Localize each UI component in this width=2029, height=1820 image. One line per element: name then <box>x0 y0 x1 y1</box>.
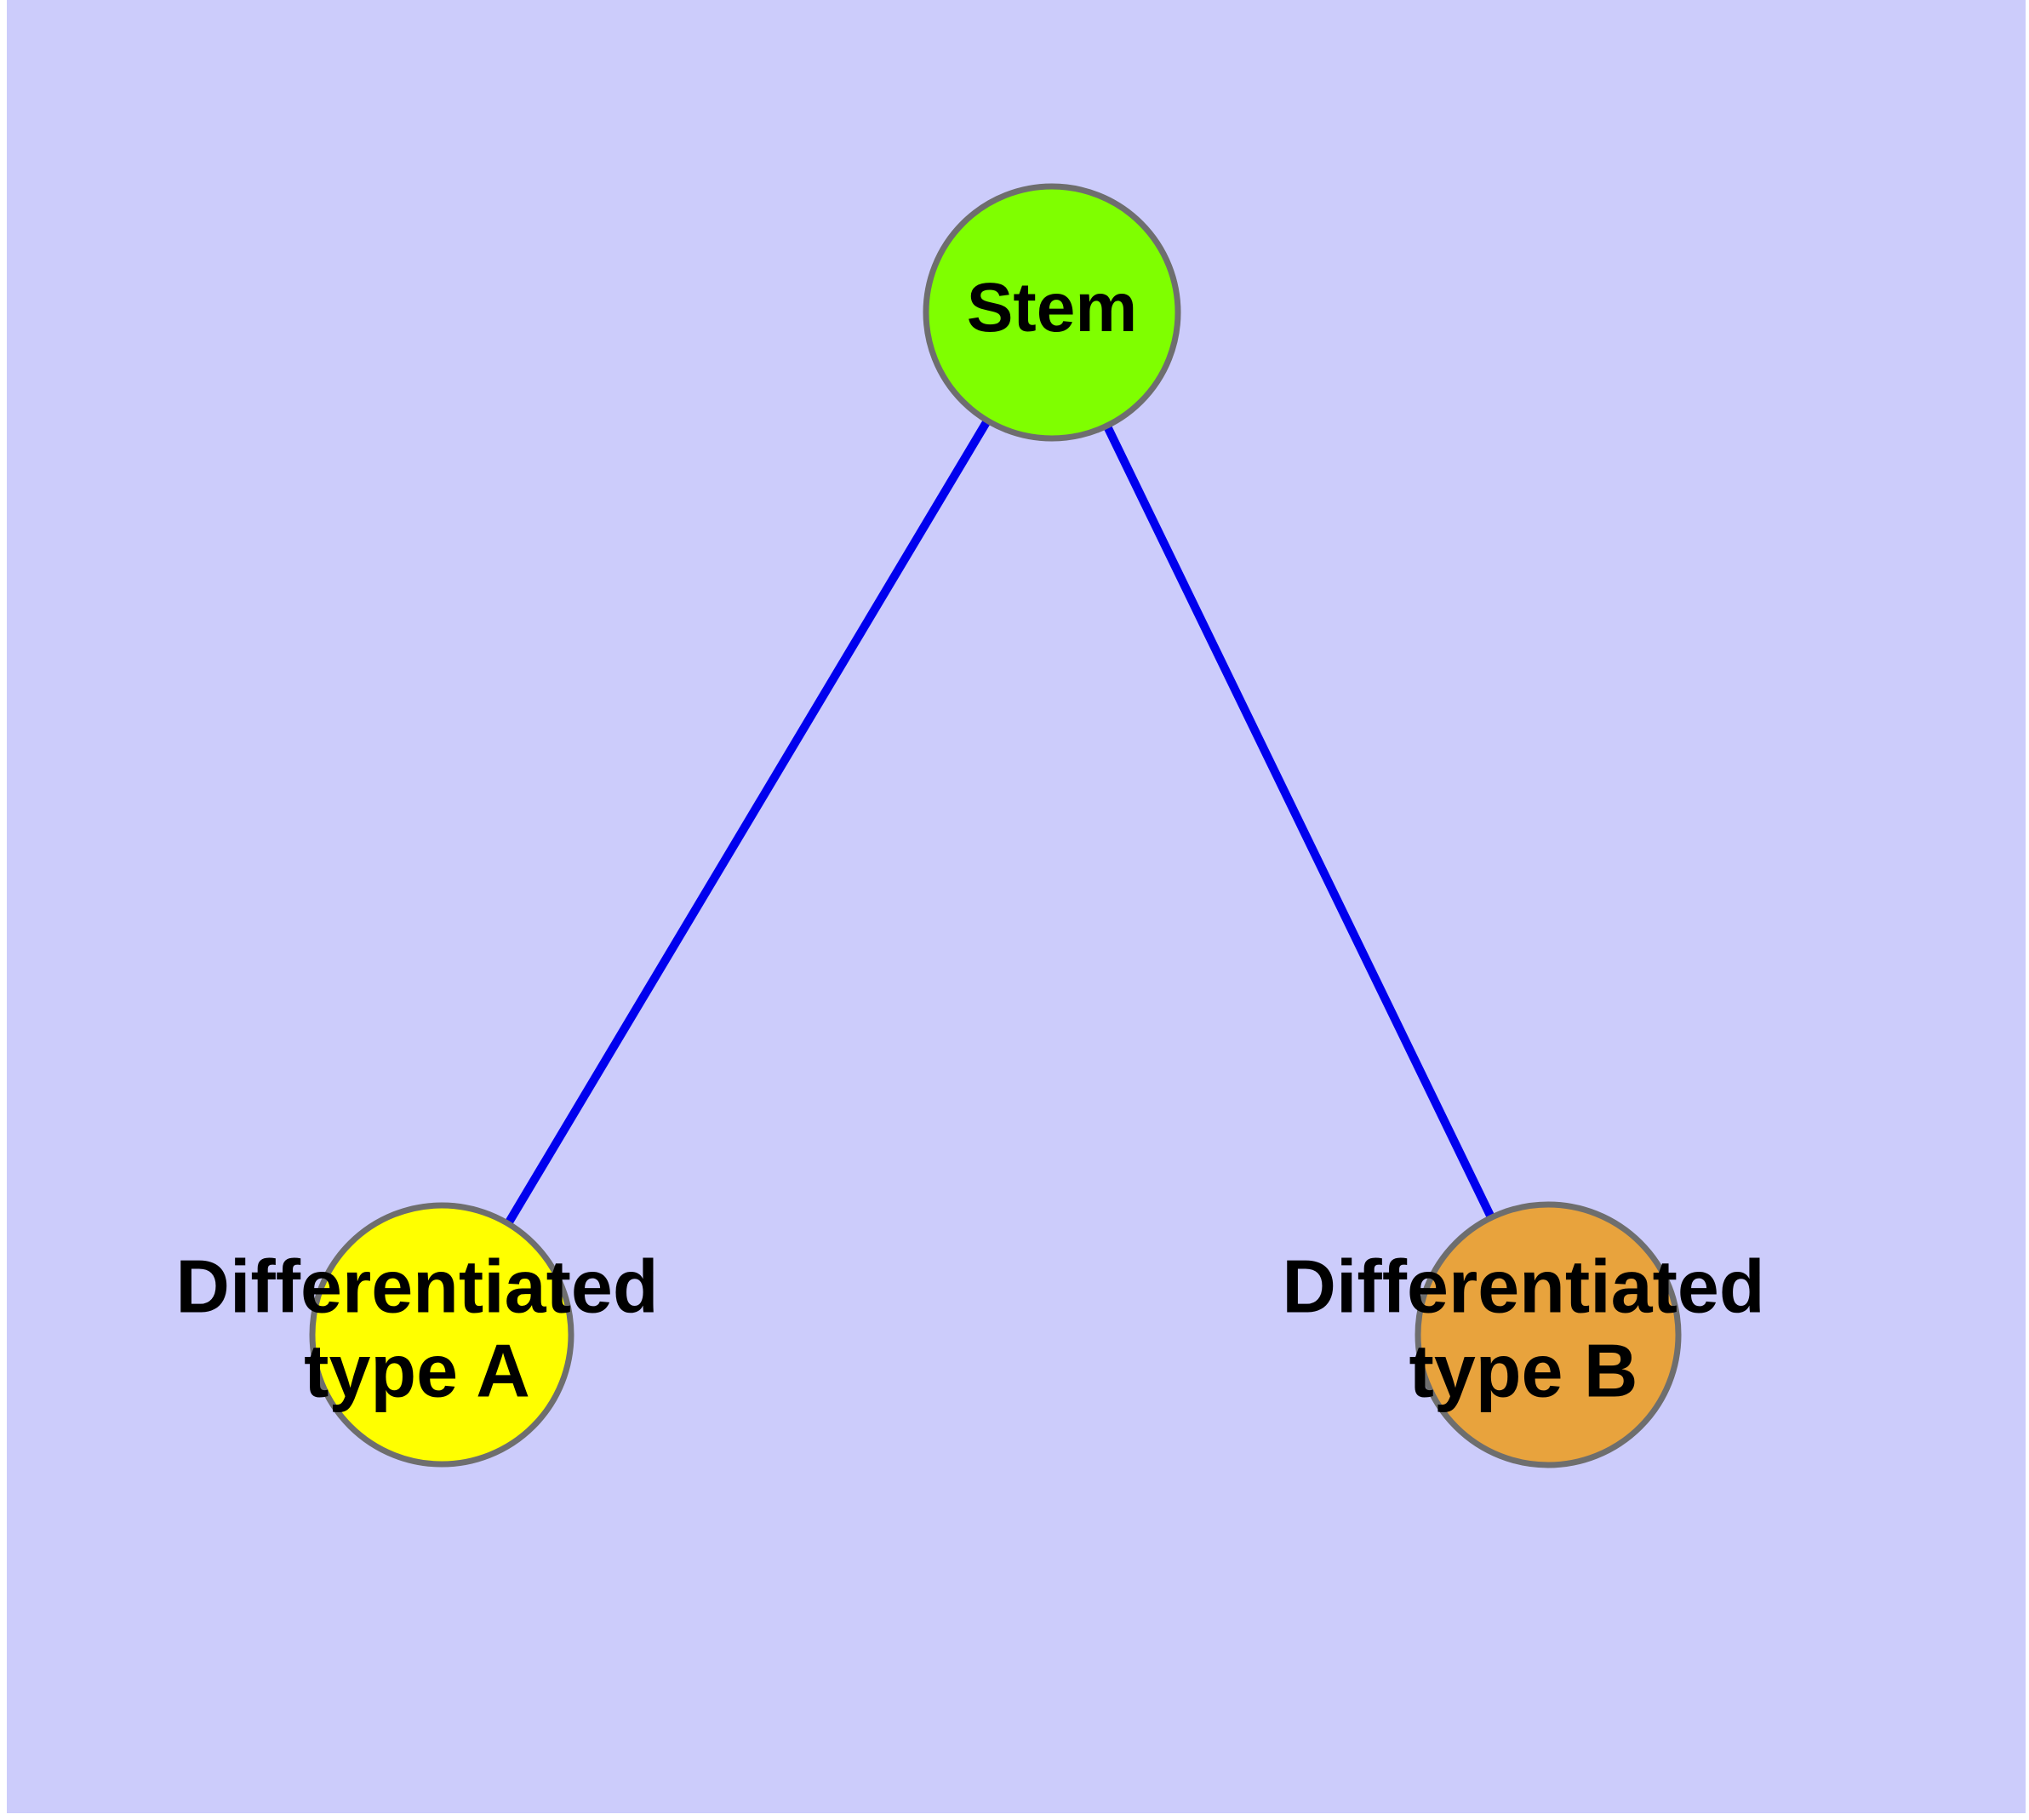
node-label-stem: Stem <box>967 269 1138 346</box>
node-circle-stem[interactable] <box>923 183 1181 442</box>
node-circle-diff_b[interactable] <box>1415 1201 1682 1468</box>
node-label-line: type B <box>1409 1329 1638 1413</box>
edge-stem-diff-b <box>1104 425 1495 1218</box>
node-label-line: type A <box>304 1329 530 1413</box>
node-label-line: Stem <box>967 269 1138 346</box>
node-label-line: Differentiated <box>175 1245 658 1329</box>
edges-group <box>505 420 1495 1225</box>
node-label-line: Differentiated <box>1282 1245 1764 1329</box>
nodes-group <box>309 183 1682 1468</box>
edge-stem-diff-a <box>505 420 991 1225</box>
node-circle-diff_a[interactable] <box>309 1202 574 1468</box>
